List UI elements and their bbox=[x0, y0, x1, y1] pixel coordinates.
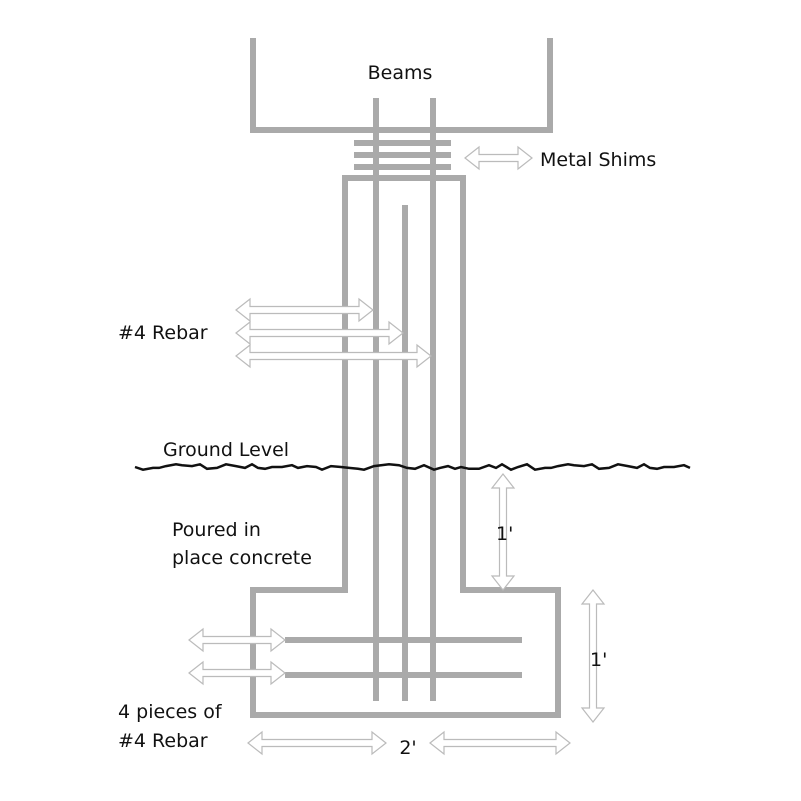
footing-width-arrow-right bbox=[429, 730, 571, 756]
poured-concrete-label-1: Poured in bbox=[172, 519, 261, 541]
depth-arrow bbox=[490, 473, 516, 591]
footing-rebar-arrow-2 bbox=[188, 660, 286, 686]
depth-dimension-label: 1' bbox=[496, 523, 513, 545]
dimension-arrows bbox=[188, 145, 606, 756]
beams-label: Beams bbox=[368, 62, 433, 84]
concrete-outline bbox=[250, 175, 561, 718]
metal-shims bbox=[354, 140, 451, 170]
metal-shims-label: Metal Shims bbox=[540, 149, 656, 171]
rebar-arrow-1 bbox=[235, 297, 374, 323]
ground-level-label: Ground Level bbox=[163, 439, 289, 461]
poured-concrete-label-2: place concrete bbox=[172, 547, 312, 569]
metal-shims-arrow bbox=[464, 145, 533, 171]
horizontal-rebars bbox=[285, 637, 522, 678]
footing-width-arrow-left bbox=[247, 730, 387, 756]
footing-width-label: 2' bbox=[399, 737, 416, 759]
beam-u-channel bbox=[250, 38, 553, 133]
rebar-label: #4 Rebar bbox=[118, 322, 208, 344]
ground-level-line bbox=[134, 462, 691, 472]
rebar-arrow-2 bbox=[235, 320, 404, 346]
pieces-label-1: 4 pieces of bbox=[118, 701, 223, 723]
footing-rebar-arrow-1 bbox=[188, 627, 286, 653]
footing-height-arrow-top bbox=[580, 589, 606, 723]
footing-height-label: 1' bbox=[590, 649, 607, 671]
rebar-arrow-3 bbox=[235, 343, 432, 369]
pieces-label-2: #4 Rebar bbox=[118, 730, 208, 752]
vertical-rebars bbox=[373, 98, 436, 701]
